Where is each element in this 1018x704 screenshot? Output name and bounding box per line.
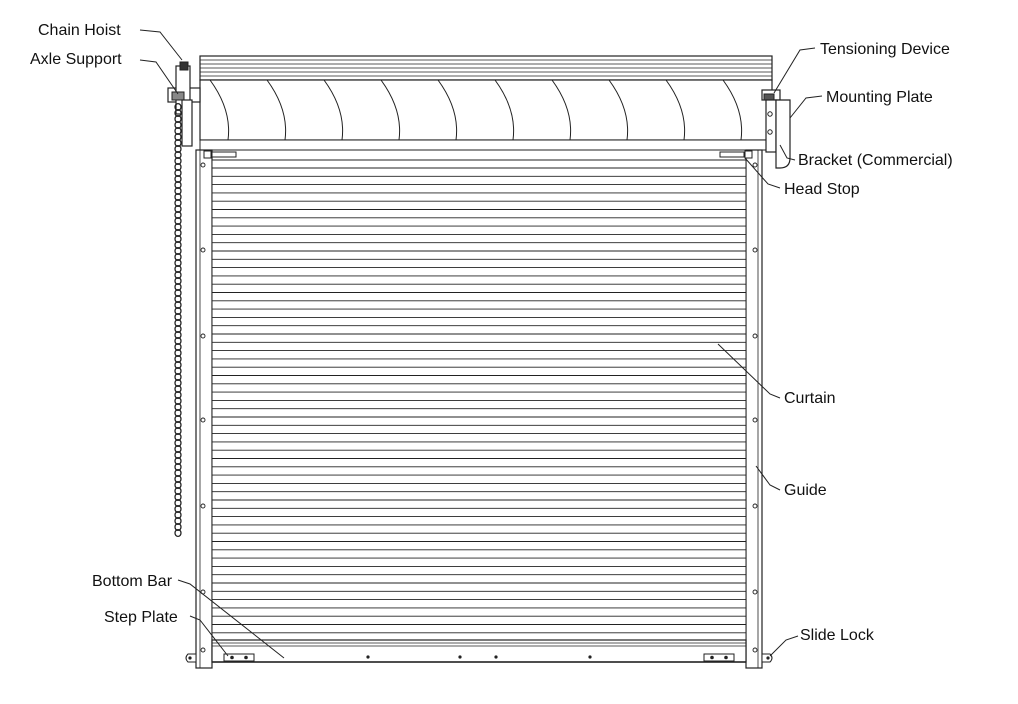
head-stop-right xyxy=(719,150,753,159)
label-bracket: Bracket (Commercial) xyxy=(798,152,953,169)
leader-lines xyxy=(139,29,823,659)
labels: Chain Hoist Axle Support Tensioning Devi… xyxy=(30,22,953,644)
label-step-plate: Step Plate xyxy=(104,609,178,626)
label-tensioning-device: Tensioning Device xyxy=(820,41,950,58)
chain-hoist xyxy=(174,102,182,538)
label-chain-hoist: Chain Hoist xyxy=(38,22,121,39)
label-curtain: Curtain xyxy=(784,390,836,407)
slide-lock-right xyxy=(761,653,773,663)
step-plate-left xyxy=(223,653,255,662)
bottom-bar xyxy=(211,639,747,663)
leader-mounting-plate xyxy=(789,95,823,119)
label-guide: Guide xyxy=(784,482,827,499)
leader-tensioning-device xyxy=(773,47,816,94)
guide-right xyxy=(745,149,763,669)
leader-curtain xyxy=(717,343,781,399)
leader-bottom-bar xyxy=(177,579,285,659)
label-mounting-plate: Mounting Plate xyxy=(826,89,933,106)
slide-lock-left xyxy=(185,653,197,663)
leader-bracket xyxy=(779,144,796,161)
label-bottom-bar: Bottom Bar xyxy=(92,573,173,590)
label-axle-support: Axle Support xyxy=(30,51,122,68)
leader-slide-lock xyxy=(769,635,799,657)
mounting-plate xyxy=(765,99,777,153)
leader-step-plate xyxy=(189,615,229,657)
axle-support xyxy=(167,61,201,147)
tensioning-device xyxy=(761,89,781,101)
barrel-assembly xyxy=(199,55,773,151)
leader-head-stop xyxy=(744,157,781,189)
leader-chain-hoist xyxy=(139,29,183,61)
label-slide-lock: Slide Lock xyxy=(800,627,875,644)
leader-guide xyxy=(755,465,781,491)
step-plate-right xyxy=(703,653,735,662)
guide-bolt-holes xyxy=(200,162,758,653)
label-head-stop: Head Stop xyxy=(784,181,860,198)
leader-axle-support xyxy=(139,59,179,95)
bracket-commercial xyxy=(767,99,791,169)
head-stop-left xyxy=(203,150,237,159)
curtain xyxy=(211,159,747,641)
